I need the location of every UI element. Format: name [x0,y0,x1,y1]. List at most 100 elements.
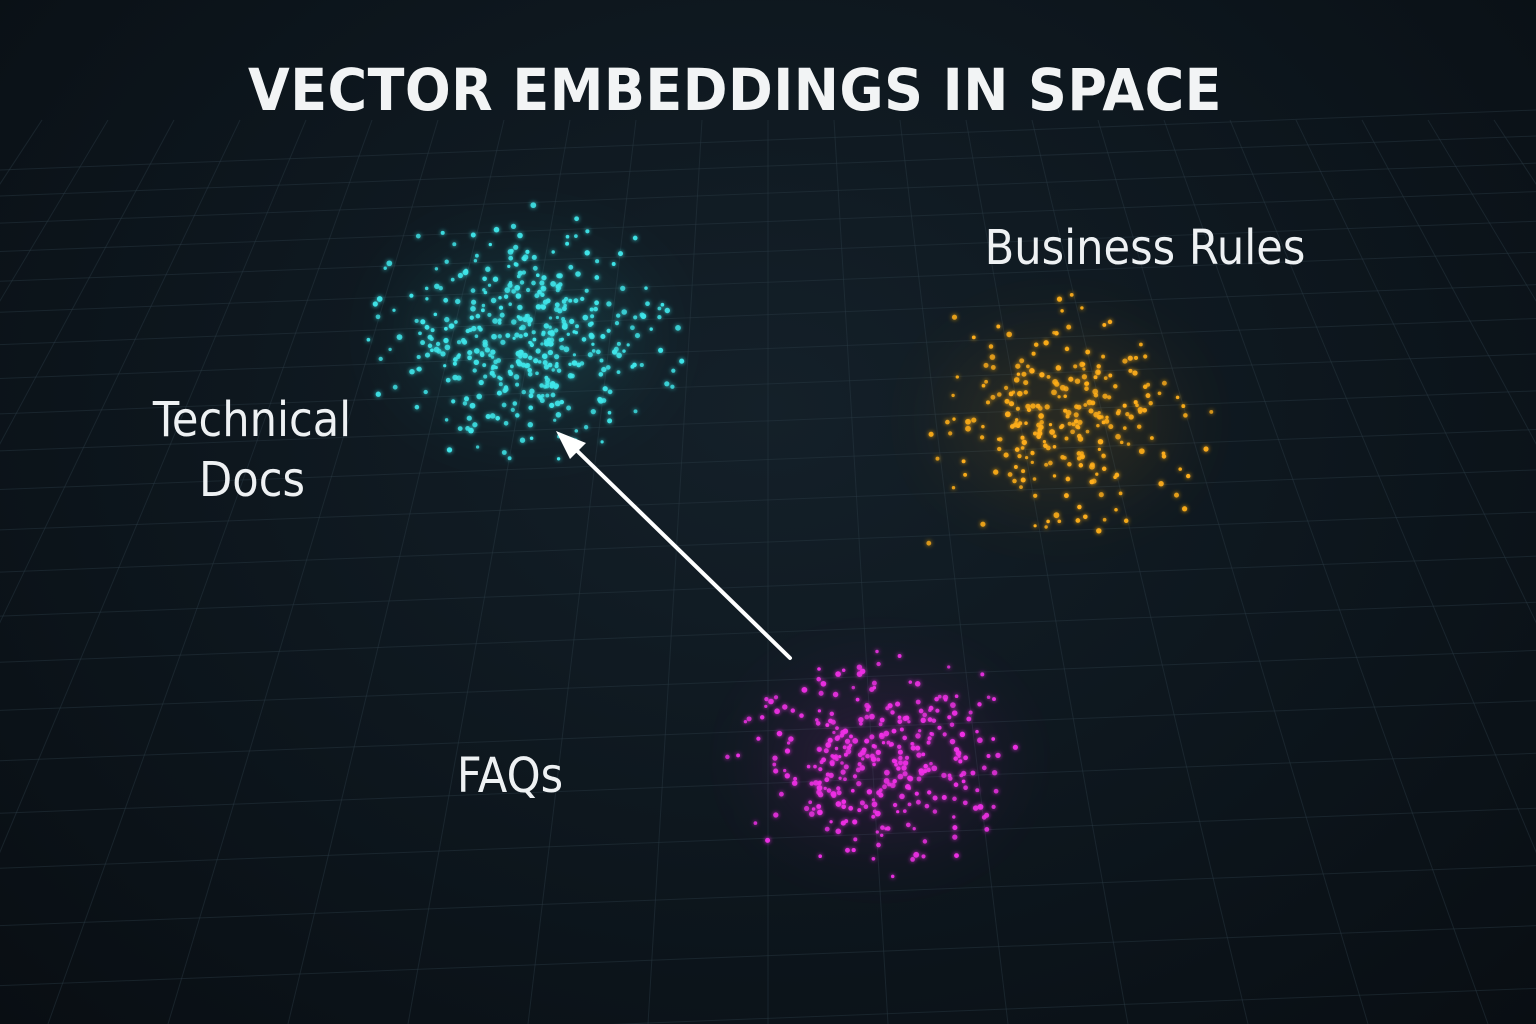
embedding-point [1085,349,1091,355]
grid-line [0,119,109,302]
embedding-point [493,226,500,233]
embedding-point [575,271,581,277]
embedding-point [476,393,483,400]
embedding-point [980,672,985,677]
embedding-point [1020,446,1025,450]
embedding-point [1149,436,1154,440]
embedding-point [1043,443,1048,449]
embedding-point [1098,492,1104,498]
embedding-point [1148,401,1153,406]
embedding-point [756,736,761,741]
embedding-point [587,352,593,358]
embedding-point [503,386,509,392]
embedding-point [433,312,438,317]
embedding-point [473,348,480,354]
embedding-point [927,790,932,795]
embedding-point [1019,485,1023,489]
embedding-point [514,284,521,291]
embedding-point [764,696,769,702]
embedding-point [953,747,959,753]
embedding-point [1024,455,1029,460]
grid-line [0,428,1536,490]
embedding-point [1033,342,1039,347]
embedding-point [522,316,528,323]
embedding-point [590,314,595,319]
embedding-point [871,814,876,819]
embedding-point [824,777,830,783]
embedding-point [414,404,420,410]
embedding-point [830,719,836,725]
embedding-point [472,368,477,373]
embedding-point [540,286,545,290]
embedding-point [1008,401,1015,407]
embedding-point [375,314,381,320]
embedding-point [527,367,533,373]
embedding-point [897,654,902,658]
embedding-point [396,334,403,340]
embedding-point [947,773,952,778]
embedding-point [764,704,768,709]
embedding-point [541,275,547,281]
embedding-point [1083,403,1088,407]
embedding-point [1133,400,1138,405]
embedding-point [1115,433,1121,440]
embedding-point [498,305,504,310]
embedding-point [773,812,779,818]
embedding-point [530,202,537,209]
embedding-point [606,328,611,333]
embedding-point [1127,355,1133,361]
embedding-point [473,359,480,366]
embedding-point [1161,454,1167,459]
embedding-point [918,708,924,714]
embedding-point [418,331,422,336]
embedding-point [840,769,846,775]
embedding-point [851,848,856,853]
embedding-point [835,726,839,730]
embedding-point [479,351,485,356]
embedding-point [838,776,842,780]
embedding-point [784,773,790,779]
embedding-point [924,803,930,809]
embedding-point [901,765,907,771]
embedding-point [886,740,891,745]
embedding-point [583,425,589,430]
embedding-point [491,333,497,340]
grid-line [0,119,241,624]
embedding-point [907,720,911,724]
embedding-point [963,472,968,477]
embedding-point [1052,331,1056,335]
embedding-point [876,790,882,796]
embedding-point [383,266,387,270]
grid-line [0,390,1536,452]
embedding-point [386,260,393,267]
embedding-point [503,294,509,299]
embedding-point [474,334,479,338]
embedding-point [841,804,847,810]
embedding-point [808,811,815,817]
grid-line [610,987,1536,1024]
embedding-point [984,379,988,384]
embedding-point [949,722,955,727]
embedding-point [1181,404,1186,409]
embedding-point [958,759,963,763]
embedding-point [1088,408,1094,414]
embedding-point [547,349,554,356]
embedding-point [843,764,849,770]
embedding-point [970,770,976,776]
embedding-point [555,288,560,293]
embedding-point [531,254,537,260]
embedding-point [585,229,590,234]
embedding-point [1048,422,1053,427]
embedding-point [416,354,421,360]
embedding-point [902,735,907,741]
embedding-point [1052,474,1057,478]
embedding-point [1102,517,1107,522]
page-title: VECTOR EMBEDDINGS IN SPACE [247,56,1222,124]
embedding-point [1006,331,1012,338]
embedding-point [849,734,853,739]
embedding-point [503,420,509,426]
embedding-point [490,355,495,359]
embedding-point [392,308,396,312]
embedding-point [454,320,458,324]
embedding-point [856,780,862,787]
